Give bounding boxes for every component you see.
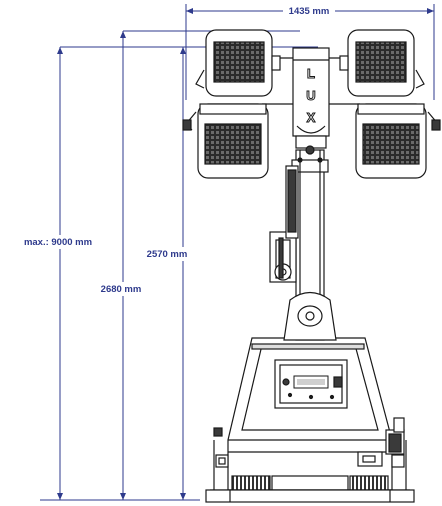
height-2570-dimension-label: 2570 mm [147, 249, 188, 260]
floodlight-bottom-right [355, 103, 441, 179]
width-dimension-label: 1435 mm [289, 6, 330, 17]
mast-letter-x: X [307, 110, 316, 125]
floodlight-top-right [339, 29, 425, 97]
dimension-arrows [57, 8, 434, 500]
mast-lettering: L U X [306, 66, 316, 126]
mast [262, 47, 360, 341]
mast-letter-u: U [306, 88, 315, 103]
mast-letter-l: L [307, 66, 315, 81]
floodlight-bottom-left [182, 103, 269, 179]
floodlight-top-left [195, 29, 281, 97]
height-2680-dimension-label: 2680 mm [101, 284, 142, 295]
max-height-dimension-label: max.: 9000 mm [24, 237, 92, 248]
mast-head [292, 47, 330, 137]
generator-housing [205, 337, 415, 503]
